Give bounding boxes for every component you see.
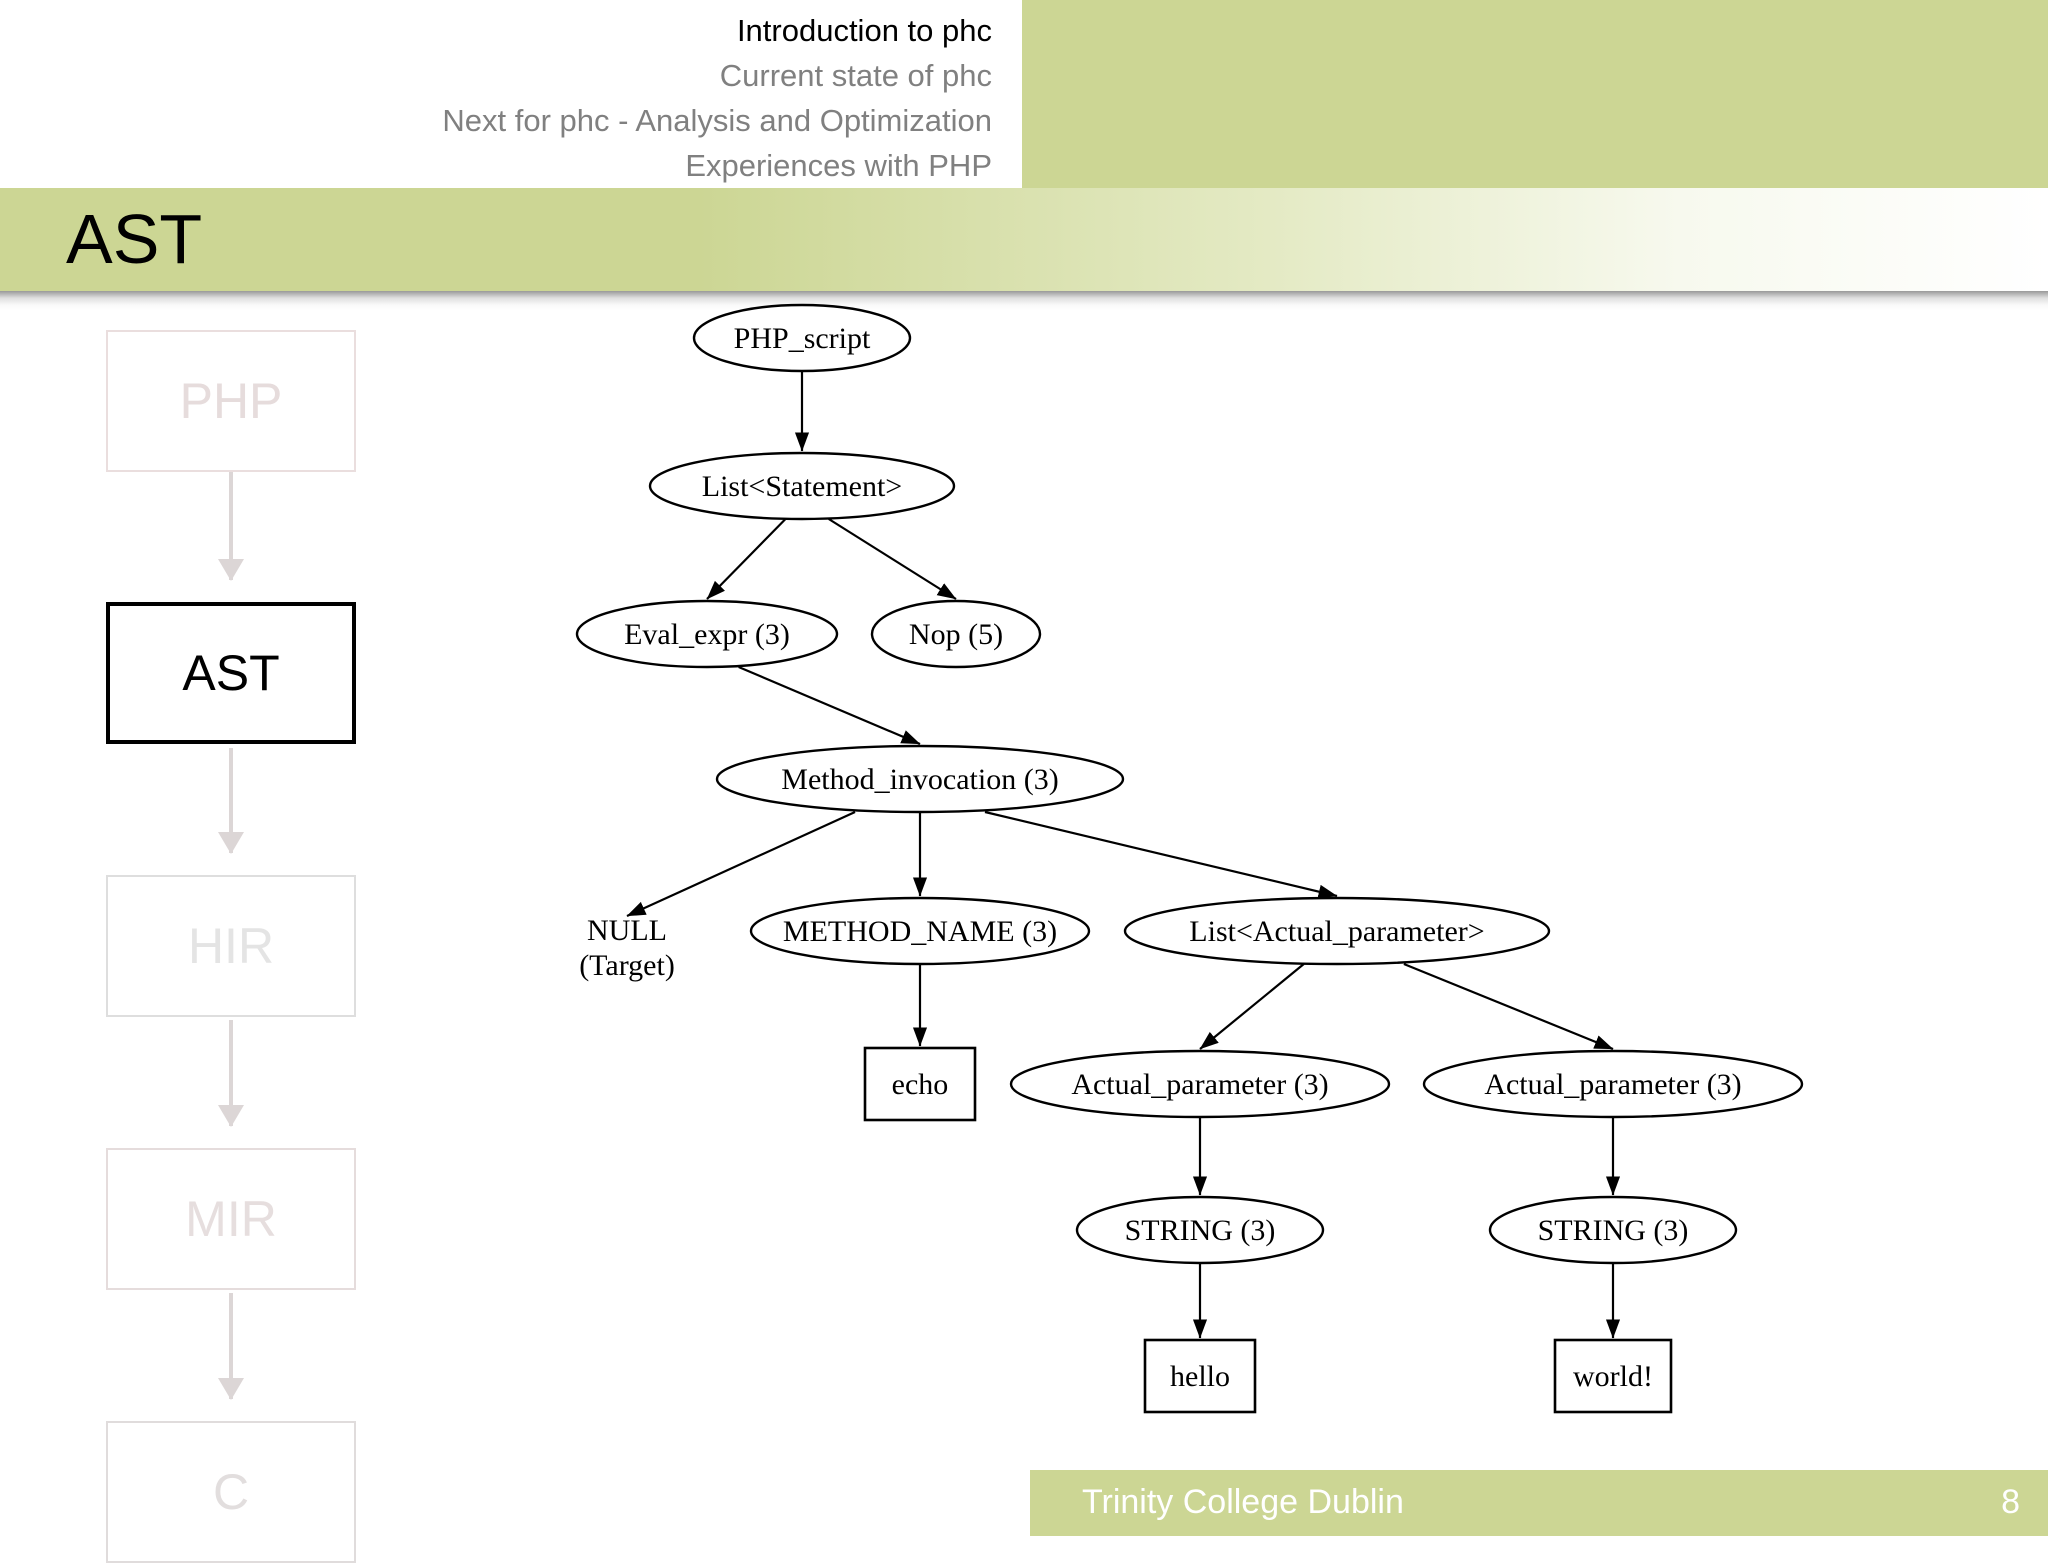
tree-node-php_script[interactable]: PHP_script — [692, 303, 912, 373]
node-ellipse — [1422, 1049, 1804, 1119]
tree-node-null_target[interactable]: NULL — [587, 914, 667, 947]
sidebar-item-hir[interactable]: HIR — [106, 875, 356, 1017]
node-label: Eval_expr (3) — [624, 618, 790, 651]
header-accent-block — [1022, 0, 2048, 188]
tree-node-nop[interactable]: Nop (5) — [870, 599, 1042, 669]
node-label: STRING (3) — [1538, 1214, 1689, 1247]
tree-edge-list_stmt-to-nop — [828, 518, 957, 600]
sidebar-item-label: AST — [182, 645, 280, 701]
sidebar-item-label: HIR — [187, 918, 275, 974]
tree-node-echo[interactable]: echo — [863, 1046, 977, 1122]
section-navigation: Introduction to phc Current state of phc… — [0, 8, 1000, 188]
title-bar-shadow — [0, 291, 2048, 311]
node-ellipse — [1009, 1049, 1391, 1119]
node-ellipse — [1123, 896, 1551, 966]
node-label: hello — [1170, 1360, 1230, 1393]
nav-item-next-for-phc[interactable]: Next for phc - Analysis and Optimization — [442, 103, 992, 138]
page-title: AST — [66, 200, 203, 278]
node-ellipse — [749, 896, 1091, 966]
node-label: List<Statement> — [702, 470, 902, 503]
pipeline-arrow-mir-c — [218, 1293, 244, 1400]
tree-edge-eval_expr-to-method_inv — [738, 665, 921, 746]
node-label: Actual_parameter (3) — [1484, 1068, 1741, 1101]
node-label: PHP_script — [734, 322, 871, 355]
node-label: METHOD_NAME (3) — [783, 915, 1057, 948]
node-ellipse — [575, 599, 839, 669]
pipeline-arrow-hir-mir — [218, 1020, 244, 1127]
slide-header: Introduction to phc Current state of phc… — [0, 0, 2048, 188]
tree-node-str2[interactable]: STRING (3) — [1488, 1195, 1738, 1265]
sidebar-item-php[interactable]: PHP — [106, 330, 356, 472]
sidebar-item-label: C — [212, 1464, 250, 1520]
tree-edge-list_stmt-to-eval_expr — [706, 518, 787, 600]
tree-edge-list_actual-to-ap2 — [1403, 962, 1614, 1051]
nav-item-experiences[interactable]: Experiences with PHP — [685, 148, 992, 183]
tree-node-world[interactable]: world! — [1553, 1338, 1673, 1414]
tree-edge-method_inv-to-null_target — [626, 810, 856, 918]
sidebar-item-c[interactable]: C — [106, 1421, 356, 1563]
node-box — [863, 1046, 977, 1122]
node-ellipse — [648, 451, 956, 521]
node-label: Method_invocation (3) — [781, 763, 1058, 796]
node-label: NULL — [587, 914, 667, 947]
footer-institution: Trinity College Dublin — [1082, 1483, 1404, 1521]
nav-item-introduction[interactable]: Introduction to phc — [736, 13, 992, 48]
tree-node-method_name[interactable]: METHOD_NAME (3) — [749, 896, 1091, 966]
tree-edge-method_inv-to-list_actual — [984, 810, 1338, 899]
footer-page-number: 8 — [2001, 1483, 2020, 1521]
sidebar-item-ast[interactable]: AST — [106, 602, 356, 744]
node-ellipse — [715, 744, 1125, 814]
node-ellipse — [692, 303, 912, 373]
sidebar-item-mir[interactable]: MIR — [106, 1148, 356, 1290]
tree-node-list_actual[interactable]: List<Actual_parameter> — [1123, 896, 1551, 966]
node-label: echo — [892, 1068, 949, 1101]
node-ellipse — [870, 599, 1042, 669]
node-box — [1553, 1338, 1673, 1414]
tree-node-ap1[interactable]: Actual_parameter (3) — [1009, 1049, 1391, 1119]
node-label: Nop (5) — [909, 618, 1003, 651]
node-label: Actual_parameter (3) — [1071, 1068, 1328, 1101]
slide-title-bar: AST — [0, 188, 2048, 291]
tree-node-eval_expr[interactable]: Eval_expr (3) — [575, 599, 839, 669]
sidebar-item-label: MIR — [185, 1191, 277, 1247]
tree-node-method_inv[interactable]: Method_invocation (3) — [715, 744, 1125, 814]
node-label: world! — [1573, 1360, 1653, 1393]
tree-node-null_target2[interactable]: (Target) — [579, 949, 675, 982]
tree-edge-layer — [626, 371, 1621, 1339]
tree-node-ap2[interactable]: Actual_parameter (3) — [1422, 1049, 1804, 1119]
sidebar-item-label: PHP — [179, 373, 283, 429]
node-ellipse — [1075, 1195, 1325, 1265]
tree-edge-list_actual-to-ap1 — [1199, 963, 1305, 1050]
tree-node-hello[interactable]: hello — [1143, 1338, 1257, 1414]
node-ellipse — [1488, 1195, 1738, 1265]
node-label: STRING (3) — [1125, 1214, 1276, 1247]
tree-node-str1[interactable]: STRING (3) — [1075, 1195, 1325, 1265]
node-label: List<Actual_parameter> — [1189, 915, 1484, 948]
pipeline-arrow-php-ast — [218, 472, 244, 581]
nav-item-current-state[interactable]: Current state of phc — [719, 58, 992, 93]
tree-node-list_stmt[interactable]: List<Statement> — [648, 451, 956, 521]
slide-footer: Trinity College Dublin 8 — [1030, 1470, 2048, 1536]
pipeline-arrow-ast-hir — [218, 748, 244, 854]
node-box — [1143, 1338, 1257, 1414]
pipeline-sidebar: PHP AST HIR MIR C — [106, 330, 356, 1563]
node-label: (Target) — [579, 949, 675, 982]
